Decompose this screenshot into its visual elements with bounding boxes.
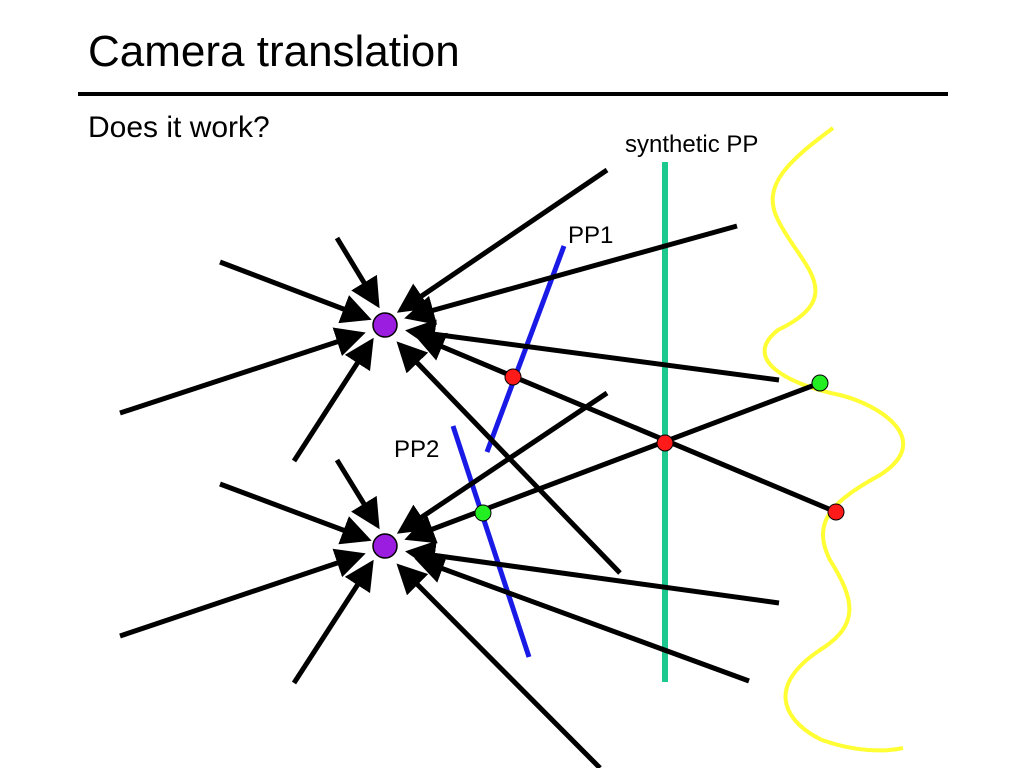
ray bbox=[119, 548, 366, 639]
pp1-label: PP1 bbox=[568, 222, 613, 249]
ray bbox=[414, 554, 750, 684]
pp2-label: PP2 bbox=[394, 436, 439, 463]
ray bbox=[404, 380, 821, 544]
ray bbox=[414, 332, 837, 515]
camera-center-1 bbox=[372, 312, 398, 338]
slide-title: Camera translation bbox=[88, 27, 460, 76]
red-point-surface bbox=[827, 503, 845, 521]
pp1-line bbox=[484, 245, 567, 453]
ray bbox=[334, 458, 380, 530]
synthetic-pp-label: synthetic PP bbox=[625, 131, 758, 158]
ray bbox=[291, 337, 374, 463]
camera1-rays bbox=[119, 167, 837, 575]
slide-subtitle: Does it work? bbox=[88, 111, 270, 144]
ray bbox=[334, 236, 380, 309]
green-point-pp2 bbox=[474, 504, 492, 522]
red-point-pp1 bbox=[504, 368, 522, 386]
title-divider bbox=[78, 92, 948, 96]
red-point-synthetic-pp bbox=[656, 434, 674, 452]
ray bbox=[396, 167, 609, 313]
camera-center-2 bbox=[372, 533, 398, 559]
camera2-rays bbox=[119, 380, 821, 768]
ray bbox=[405, 319, 780, 383]
ray bbox=[404, 223, 738, 325]
ray bbox=[396, 390, 609, 534]
ray bbox=[405, 540, 780, 606]
ray bbox=[291, 559, 374, 685]
scene-surface-curve bbox=[762, 126, 906, 753]
ray bbox=[396, 563, 602, 768]
ray bbox=[119, 327, 366, 416]
ray bbox=[219, 259, 372, 324]
ray bbox=[219, 481, 372, 545]
green-point-surface bbox=[811, 374, 829, 392]
pp2-line bbox=[450, 425, 532, 658]
